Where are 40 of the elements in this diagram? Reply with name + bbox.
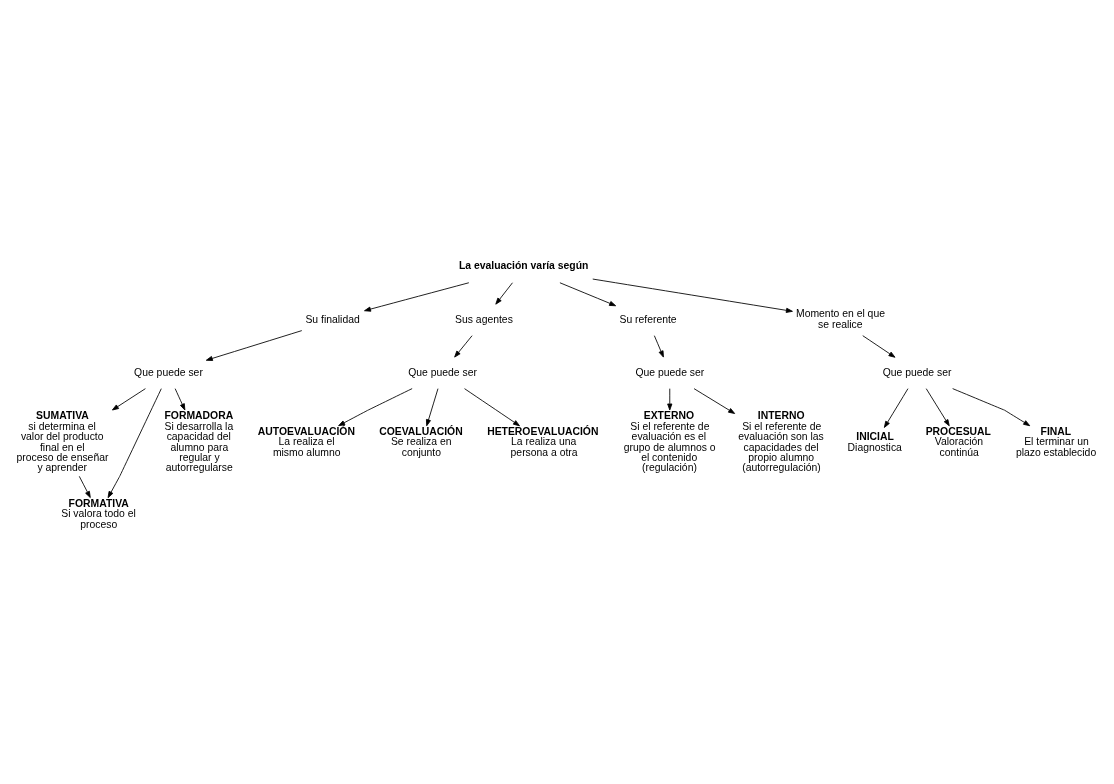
node-text: EXTERNO Si el referente de evaluación es el grupo de alumnos o el contenido (regulación) <box>623 410 716 474</box>
arrow <box>364 282 470 312</box>
arrow <box>592 278 793 313</box>
node-text: HETEROEVALUACIÓN La realiza una persona a otra <box>487 426 599 458</box>
node-text: COEVALUACIÓN Se realiza en conjunto <box>379 426 463 458</box>
arrow <box>925 388 950 427</box>
arrow <box>667 388 673 411</box>
arrow <box>174 388 186 411</box>
arrow <box>862 335 896 358</box>
arrow <box>454 335 473 358</box>
arrow <box>111 388 146 411</box>
node-text: La evaluación varía según <box>458 259 589 271</box>
node-text: FORMADORA Si desarrolla la capacidad del alumno para regular y autorregularse <box>164 410 234 474</box>
arrow <box>495 282 513 305</box>
node-text: SUMATIVA si determina el valor del producto final en el proceso de enseñar y aprender <box>16 410 109 474</box>
arrow <box>693 388 736 414</box>
node-text: Su referente <box>619 313 677 325</box>
node-text: FORMATIVA Si valora todo el proceso <box>61 498 136 530</box>
node-text: AUTOEVALUACIÓN La realiza el mismo alumno <box>257 426 355 458</box>
arrow <box>464 388 520 427</box>
node-text: Que puede ser <box>408 366 477 378</box>
arrow <box>107 388 162 499</box>
arrow <box>653 335 664 358</box>
arrow <box>559 282 617 307</box>
node-text: Momento en el que se realice <box>795 308 885 331</box>
arrow <box>952 388 1031 427</box>
node-text: PROCESUAL Valoración continúa <box>925 426 991 458</box>
node-text: Sus agentes <box>455 313 513 325</box>
node-text: INTERNO Si el referente de evaluación son las capacidades del propio alumno (autorregulación) <box>738 410 824 474</box>
arrow <box>338 388 413 427</box>
node-text: INICIAL Diagnostica <box>847 431 902 453</box>
node-text: Que puede ser <box>882 366 952 378</box>
node-text: FINAL El terminar un plazo establecido <box>1015 426 1097 458</box>
arrow <box>883 388 909 428</box>
arrow <box>205 330 303 361</box>
arrow <box>426 388 439 427</box>
node-text: Que puede ser <box>134 366 203 378</box>
node-text: Que puede ser <box>635 366 705 378</box>
arrow <box>78 475 91 499</box>
node-text: Su finalidad <box>305 313 360 325</box>
